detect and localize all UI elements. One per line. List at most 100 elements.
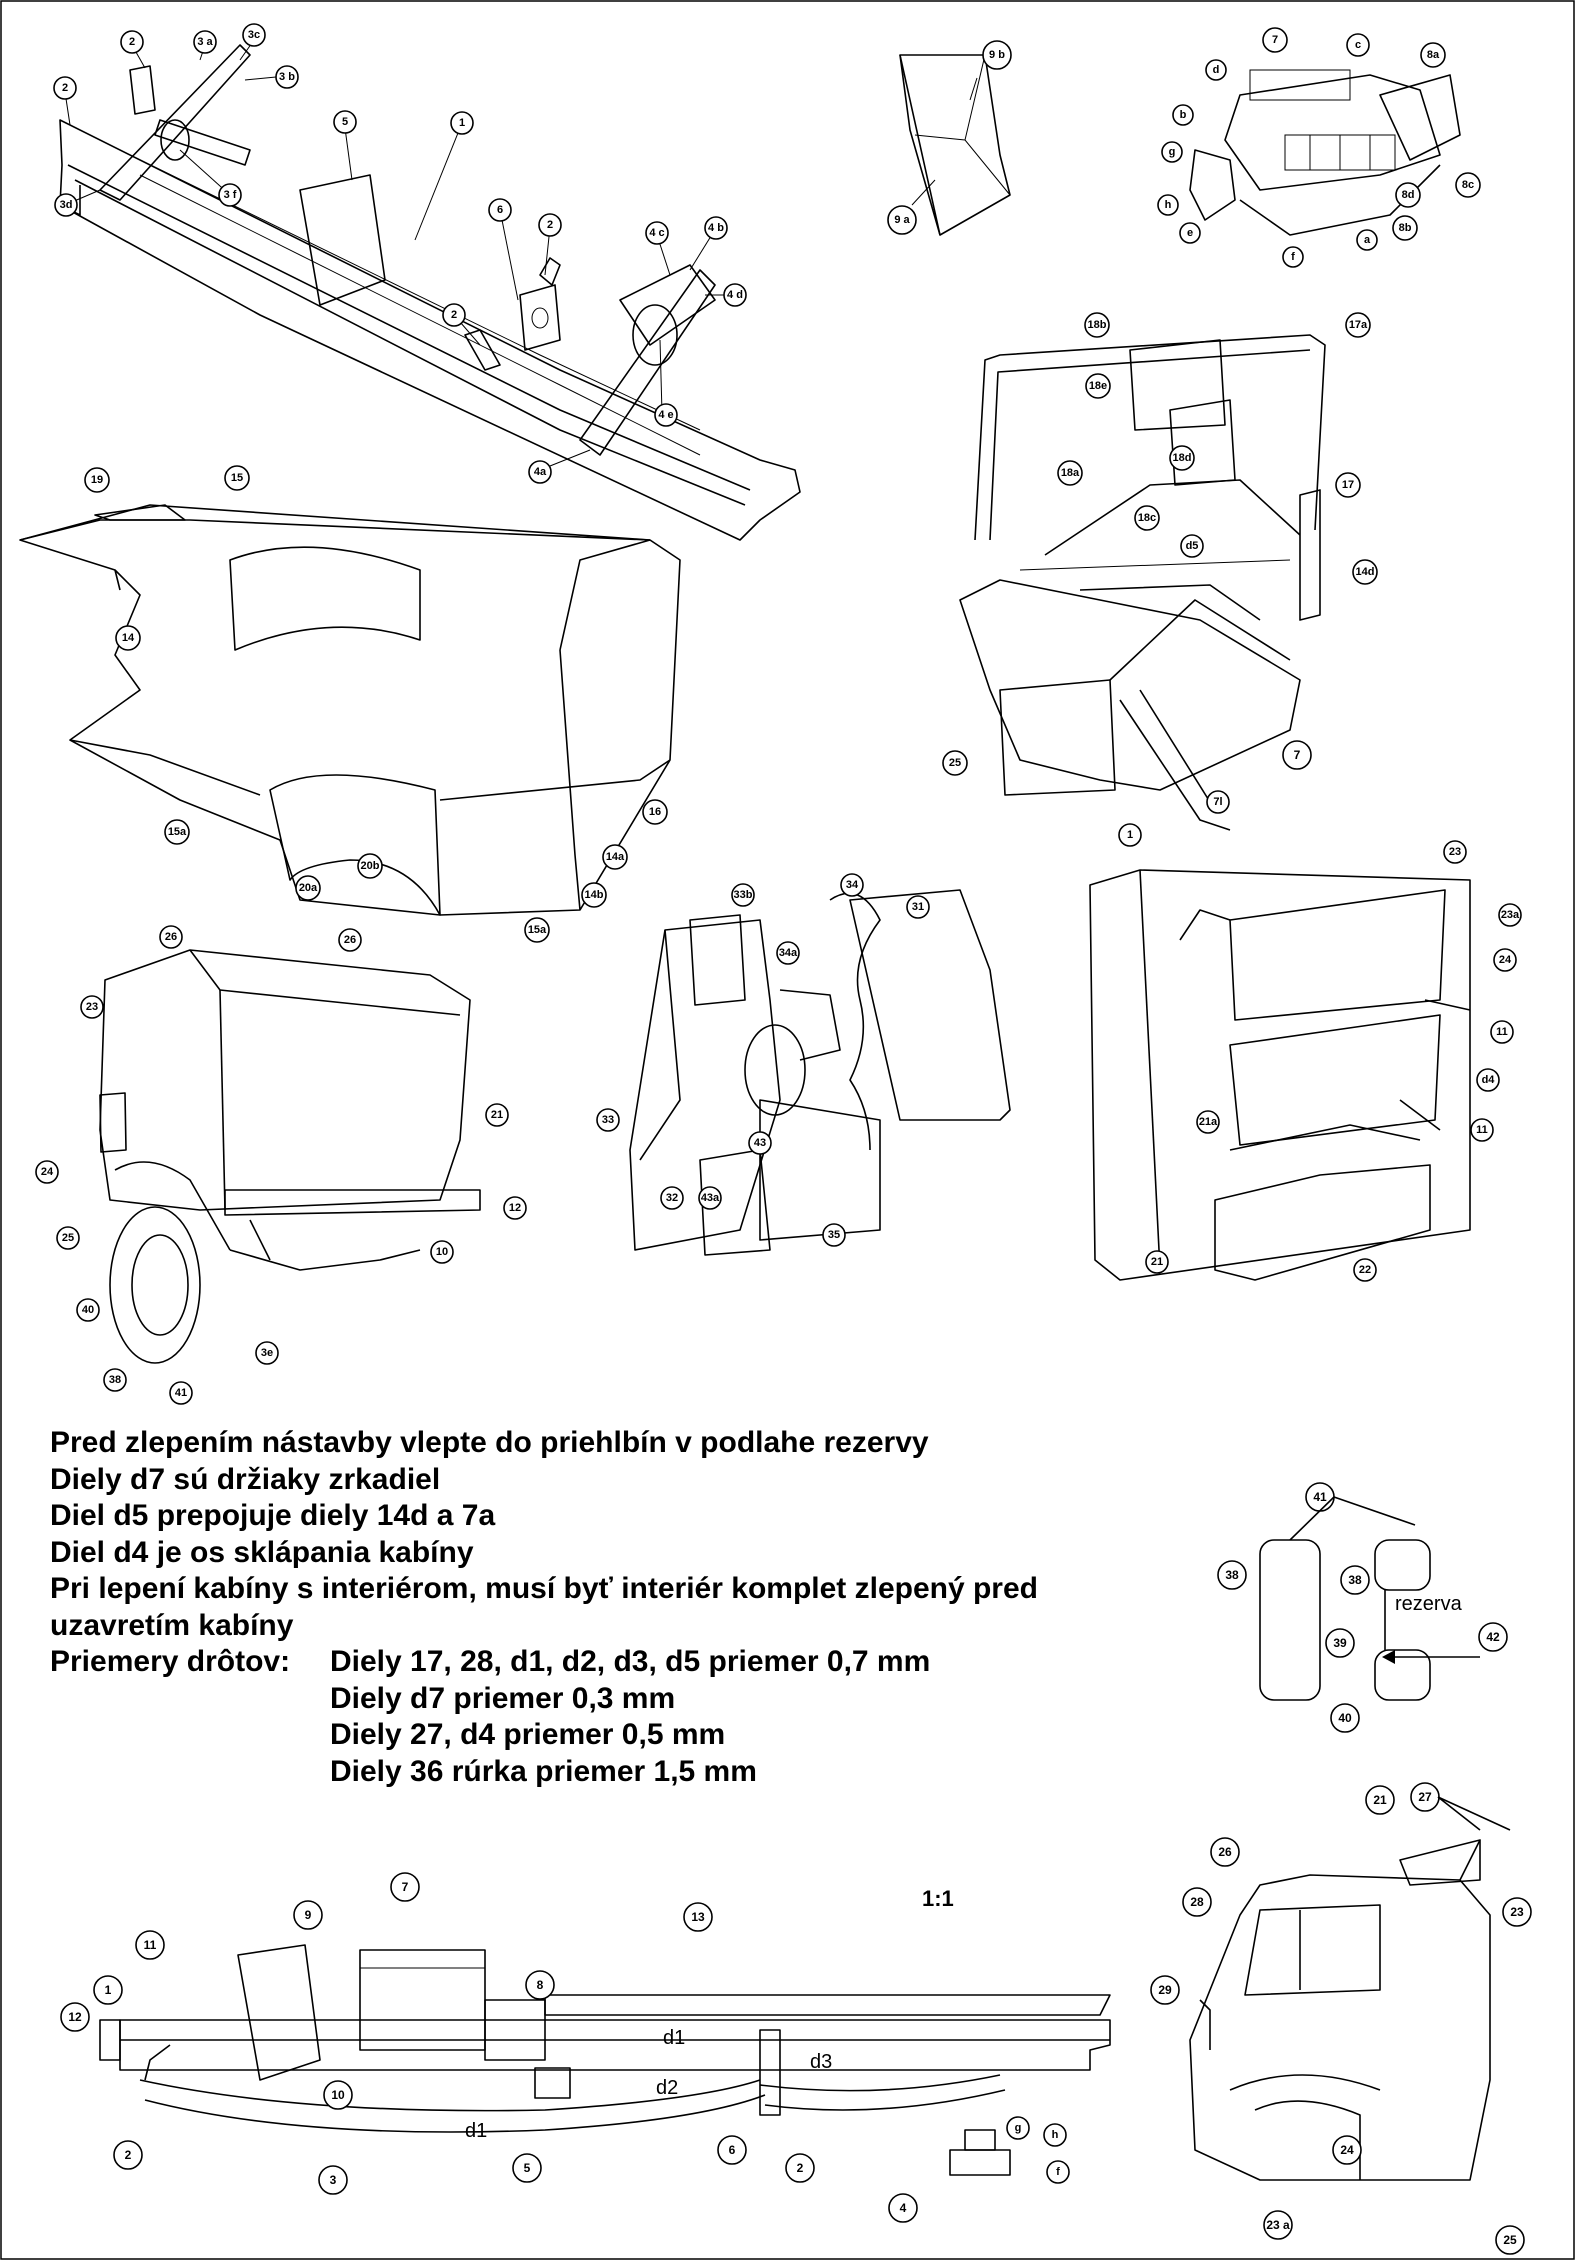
svg-text:23: 23	[86, 1001, 98, 1013]
svg-text:25: 25	[1503, 2233, 1517, 2247]
callout-23a-side: 23 a	[1263, 2210, 1293, 2240]
svg-text:19: 19	[91, 474, 103, 486]
callout-28-side: 28	[1182, 1887, 1212, 1917]
svg-text:d: d	[1213, 64, 1220, 76]
svg-text:7: 7	[1272, 34, 1278, 46]
callout-40-wheels: 40	[1330, 1703, 1360, 1733]
svg-text:23a: 23a	[1501, 909, 1520, 921]
svg-text:9: 9	[305, 1908, 312, 1922]
callout-20a: 20a	[295, 875, 321, 901]
callout-14b: 14b	[581, 882, 607, 908]
callout-frame-3f: 3 f	[218, 183, 242, 207]
callout-41-wheels: 41	[1305, 1482, 1335, 1512]
svg-text:17a: 17a	[1349, 319, 1368, 331]
callout-23-cab: 23	[80, 995, 104, 1019]
svg-text:15a: 15a	[168, 826, 187, 838]
callout-frame-2d: 2	[442, 303, 466, 327]
callout-15a-right: 15a	[524, 917, 550, 943]
svg-text:12: 12	[68, 2010, 82, 2024]
callout-38-cab: 38	[103, 1368, 127, 1392]
svg-text:3: 3	[330, 2173, 337, 2187]
svg-text:40: 40	[1338, 1711, 1352, 1725]
svg-text:23 a: 23 a	[1266, 2218, 1290, 2232]
callout-43: 43	[748, 1131, 772, 1155]
callout-engine-8b: 8b	[1392, 215, 1418, 241]
svg-text:12: 12	[509, 1202, 521, 1214]
callout-1-rear: 1	[1118, 823, 1142, 847]
cab-side-drawing	[1189, 1839, 1491, 2181]
callout-5-side: 5	[512, 2153, 542, 2183]
svg-text:4 b: 4 b	[708, 222, 724, 234]
callout-18c: 18c	[1134, 505, 1160, 531]
callout-16: 16	[642, 799, 668, 825]
svg-text:14b: 14b	[585, 889, 604, 901]
svg-text:38: 38	[1348, 1573, 1362, 1587]
callout-15a-left: 15a	[164, 819, 190, 845]
svg-text:20b: 20b	[361, 860, 380, 872]
callout-21-rear: 21	[1145, 1250, 1169, 1274]
svg-text:34: 34	[846, 879, 859, 891]
callout-40-cab: 40	[76, 1298, 100, 1322]
callout-26-left: 26	[159, 925, 183, 949]
instruction-line-5: Pri lepení kabíny s interiérom, musí byť…	[50, 1572, 1038, 1605]
svg-text:26: 26	[344, 934, 356, 946]
callout-frame-2c: 2	[538, 213, 562, 237]
wire-label-d2: d2	[656, 2077, 678, 2099]
wire-spec-3: Diely 27, d4 priemer 0,5 mm	[330, 1718, 726, 1751]
svg-text:14a: 14a	[606, 851, 625, 863]
callout-3e: 3e	[255, 1341, 279, 1365]
callout-18b: 18b	[1084, 312, 1110, 338]
svg-text:8b: 8b	[1399, 222, 1412, 234]
callout-frame-4c: 4 c	[645, 221, 669, 245]
callout-39: 39	[1325, 1628, 1355, 1658]
callout-42: 42	[1478, 1622, 1508, 1652]
svg-text:1: 1	[459, 117, 465, 129]
callout-9b: 9 b	[982, 40, 1012, 70]
svg-text:b: b	[1180, 109, 1187, 121]
svg-text:43a: 43a	[701, 1192, 720, 1204]
cab-shell-drawing	[19, 504, 681, 916]
svg-text:g: g	[1169, 146, 1176, 158]
svg-text:38: 38	[109, 1374, 121, 1386]
callout-frame-2b: 2	[53, 76, 77, 100]
wire-spec-1: Diely 17, 28, d1, d2, d3, d5 priemer 0,7…	[330, 1645, 931, 1678]
callout-41-cab: 41	[169, 1381, 193, 1405]
callout-frame-3c: 3c	[242, 23, 266, 47]
callout-29-side: 29	[1150, 1975, 1180, 2005]
svg-text:15a: 15a	[528, 924, 547, 936]
svg-text:20a: 20a	[299, 882, 318, 894]
callout-frame-4b: 4 b	[704, 216, 728, 240]
svg-text:e: e	[1187, 227, 1193, 239]
svg-text:29: 29	[1158, 1983, 1172, 1997]
callout-17: 17	[1335, 472, 1361, 498]
callout-35: 35	[822, 1223, 846, 1247]
svg-text:41: 41	[1313, 1490, 1327, 1504]
svg-text:8c: 8c	[1462, 179, 1474, 191]
callout-engine-8d: 8d	[1395, 182, 1421, 208]
callout-12-side: 12	[60, 2002, 90, 2032]
callout-26-side: 26	[1210, 1837, 1240, 1867]
callout-frame-5: 5	[333, 110, 357, 134]
svg-text:21a: 21a	[1199, 1116, 1218, 1128]
svg-text:26: 26	[1218, 1845, 1232, 1859]
callout-8-side: 8	[525, 1970, 555, 2000]
svg-text:3d: 3d	[60, 199, 73, 211]
wheels-drawing	[1259, 1539, 1480, 1701]
callout-engine-8a: 8a	[1420, 42, 1446, 68]
callout-33: 33	[596, 1108, 620, 1132]
svg-text:d4: d4	[1482, 1074, 1496, 1086]
callout-h-side: h	[1043, 2123, 1067, 2147]
svg-text:23: 23	[1510, 1905, 1524, 1919]
svg-text:6: 6	[497, 204, 503, 216]
svg-text:7l: 7l	[1213, 796, 1222, 808]
svg-text:17: 17	[1342, 479, 1354, 491]
callout-14: 14	[115, 625, 141, 651]
scale-label: 1:1	[922, 1886, 954, 1911]
callout-14d: 14d	[1352, 559, 1378, 585]
callout-engine-c: c	[1346, 33, 1370, 57]
wire-diameters-label: Priemery drôtov:	[50, 1645, 291, 1678]
callout-11-top: 11	[1490, 1020, 1514, 1044]
svg-text:f: f	[1056, 2166, 1060, 2178]
svg-text:4a: 4a	[534, 466, 547, 478]
